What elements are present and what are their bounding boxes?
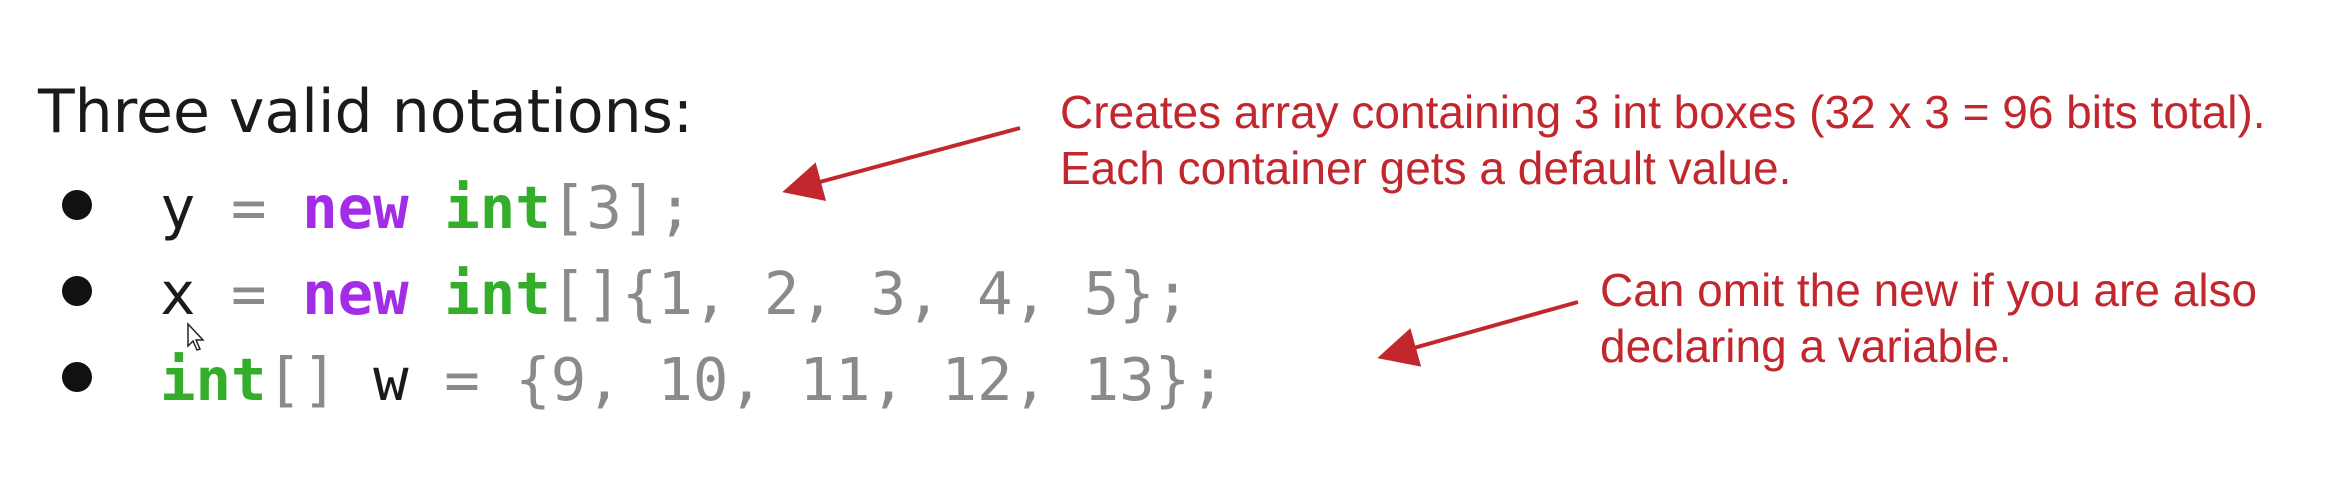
bullet-dot-icon	[62, 362, 92, 392]
code-token: []{1, 2, 3, 4, 5};	[550, 259, 1191, 328]
annotation-omit-new: Can omit the new if you are also declari…	[1600, 262, 2257, 374]
bullet-dot-icon	[62, 276, 92, 306]
code-token-type: int	[444, 259, 551, 328]
code-token	[409, 173, 445, 242]
code-snippet-2: x = new int[]{1, 2, 3, 4, 5};	[160, 254, 1190, 334]
code-snippet-3: int[] w = {9, 10, 11, 12, 13};	[160, 340, 1226, 420]
code-token-keyword: new	[302, 259, 409, 328]
bullet-dot-icon	[62, 190, 92, 220]
annotation-array-allocation: Creates array containing 3 int boxes (32…	[1060, 84, 2266, 196]
mouse-pointer-icon	[187, 322, 205, 351]
code-token: x	[160, 259, 196, 328]
arrow-left-icon	[782, 126, 1021, 201]
slide-heading: Three valid notations:	[38, 77, 694, 147]
code-token: =	[195, 259, 303, 328]
code-token: w	[373, 345, 409, 414]
annotation-line: Can omit the new if you are also	[1600, 264, 2258, 316]
code-token-type: int	[444, 173, 551, 242]
code-token: =	[195, 173, 303, 242]
arrow-left-icon	[1377, 300, 1579, 367]
code-token-keyword: new	[302, 173, 409, 242]
code-token	[409, 259, 445, 328]
code-snippet-1: y = new int[3];	[160, 168, 693, 248]
code-token: y	[160, 173, 196, 242]
code-token: = {9, 10, 11, 12, 13};	[408, 345, 1226, 414]
code-token: [3];	[550, 173, 693, 242]
code-token-type: int	[160, 345, 267, 414]
annotation-line: Each container gets a default value.	[1060, 142, 1792, 194]
code-token: []	[266, 345, 374, 414]
annotation-line: Creates array containing 3 int boxes (32…	[1060, 86, 2266, 138]
annotation-line: declaring a variable.	[1600, 320, 2012, 372]
